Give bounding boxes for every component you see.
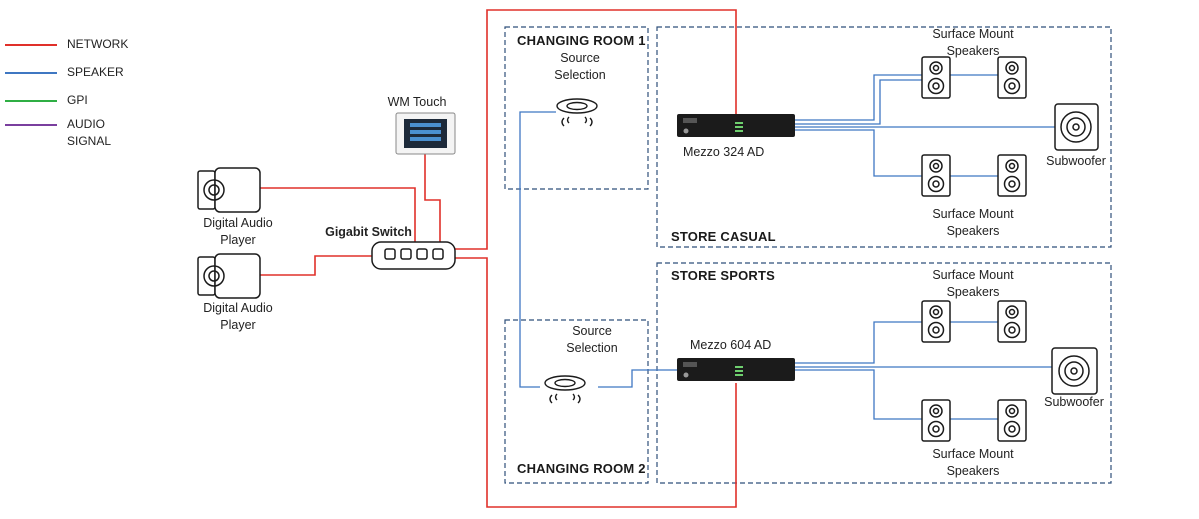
surface-speaker-icon	[921, 399, 951, 442]
subwoofer-label: Subwoofer	[1044, 395, 1104, 409]
zone-boxes	[504, 26, 1112, 484]
zone-title-store-casual: STORE CASUAL	[671, 229, 776, 244]
source-selection-icon-2	[544, 375, 586, 404]
surface-speaker-icon	[997, 154, 1027, 197]
store-sports-box	[656, 262, 1112, 484]
legend-swatch-gpi	[5, 100, 57, 102]
changing-room-2-box	[504, 319, 649, 484]
surface-speaker-icon	[997, 56, 1027, 99]
mezzo-604-label: Mezzo 604 AD	[690, 338, 772, 352]
zone-title-changing-room-2: CHANGING ROOM 2	[517, 461, 646, 476]
surface-speaker-icon	[921, 56, 951, 99]
network-wire-player1	[259, 187, 416, 243]
surface-speaker-icon	[921, 300, 951, 343]
surface-mount-speakers-label: Surface Mount Speakers	[932, 207, 1014, 238]
surface-speaker-icon	[997, 399, 1027, 442]
legend-label: NETWORK	[67, 37, 129, 51]
surface-speaker-icon	[921, 154, 951, 197]
surface-mount-speakers-label: Surface Mount Speakers	[932, 27, 1014, 58]
legend-label: GPI	[67, 93, 88, 107]
legend-swatch-audio-signal	[5, 124, 57, 126]
gigabit-switch-label: Gigabit Switch	[325, 225, 412, 239]
legend-swatch-network	[5, 44, 57, 46]
gigabit-switch-icon	[371, 241, 456, 270]
legend-swatch-speaker	[5, 72, 57, 74]
source-selection-label-2: Source Selection	[566, 324, 618, 355]
network-wire-wmtouch	[424, 154, 441, 243]
source-selection-icon-1	[556, 98, 598, 127]
network-wires	[259, 9, 737, 508]
wm-touch-label: WM Touch	[387, 95, 447, 109]
wm-touch-icon	[395, 112, 456, 155]
source-selection-label-1: Source Selection	[554, 51, 606, 82]
digital-audio-player-icon-2	[197, 253, 261, 299]
surface-speaker-icon	[997, 300, 1027, 343]
mezzo-324-label: Mezzo 324 AD	[683, 145, 765, 159]
changing-room-1-box	[504, 26, 649, 190]
mezzo-604-amp-icon	[677, 358, 795, 381]
zone-title-store-sports: STORE SPORTS	[671, 268, 776, 283]
network-wire-player2	[259, 255, 372, 276]
subwoofer-icon	[1051, 347, 1098, 395]
store-casual-box	[656, 26, 1112, 248]
network-wire-lower-trunk	[455, 257, 737, 508]
mezzo-324-amp-icon	[677, 114, 795, 137]
legend-item-gpi: GPI	[5, 92, 137, 109]
legend-label: SPEAKER	[67, 65, 124, 79]
legend-item-speaker: SPEAKER	[5, 64, 137, 81]
wire-mezzo604-source	[598, 369, 680, 388]
digital-audio-player-icon-1	[197, 167, 261, 213]
legend-item-audio-signal: AUDIO SIGNAL	[5, 116, 123, 150]
digital-audio-player-label-1: Digital Audio Player	[203, 216, 273, 247]
legend-label: AUDIO SIGNAL	[67, 117, 112, 148]
surface-mount-speakers-label: Surface Mount Speakers	[932, 268, 1014, 299]
subwoofer-icon	[1054, 103, 1099, 151]
surface-mount-speakers-label: Surface Mount Speakers	[932, 447, 1014, 478]
speaker-wires	[519, 74, 1058, 420]
subwoofer-label: Subwoofer	[1046, 154, 1106, 168]
zone-title-changing-room-1: CHANGING ROOM 1	[517, 33, 646, 48]
network-wire-trunk	[455, 9, 737, 250]
wire-source-selection-link	[519, 111, 556, 388]
legend-item-network: NETWORK	[5, 36, 137, 53]
digital-audio-player-label-2: Digital Audio Player	[203, 301, 273, 332]
